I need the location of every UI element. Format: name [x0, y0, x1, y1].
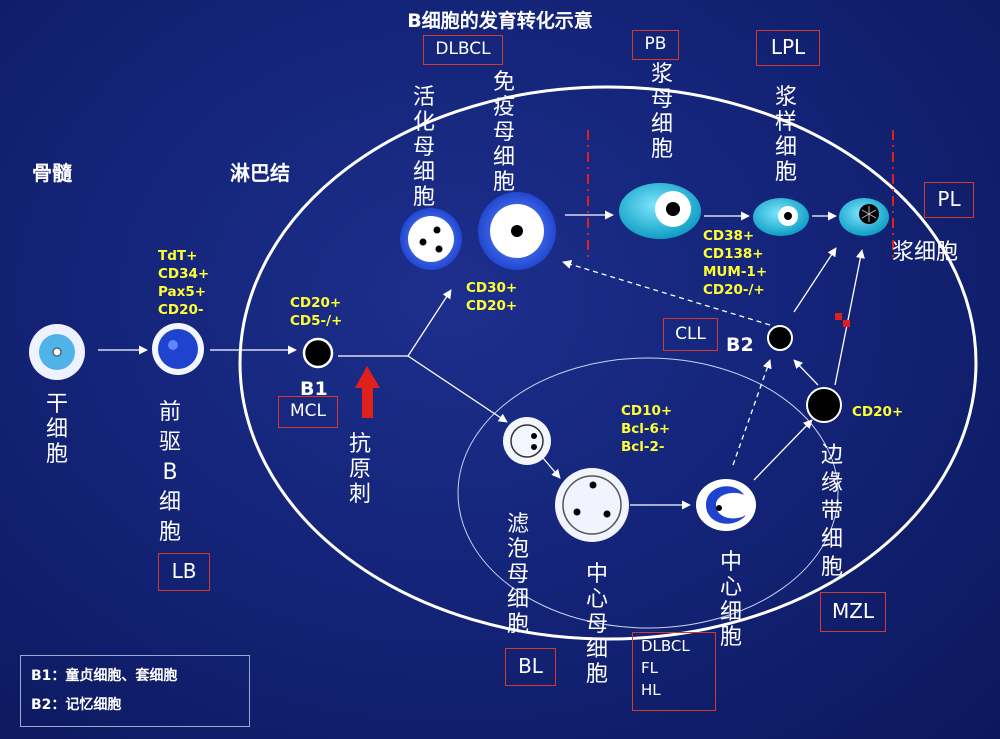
box-pb: PB	[632, 30, 679, 60]
box-dlbcl-top: DLBCL	[423, 35, 503, 65]
legend-b2-key: B2	[31, 697, 52, 713]
b1-cell	[302, 337, 334, 369]
red-marker-1	[835, 313, 842, 320]
box-lb: LB	[158, 553, 210, 591]
activated-blast-cell	[400, 208, 462, 270]
label-stem-cell: 干细胞	[45, 392, 68, 467]
label-lymph-node: 淋巴结	[230, 161, 290, 185]
label-marginal-zone: 边缘带细胞	[820, 443, 843, 580]
flow-arrows	[98, 210, 865, 510]
box-centrocyte-diseases: DLBCL FL HL	[632, 632, 716, 711]
label-bone-marrow: 骨髓	[32, 161, 72, 185]
follicular-blast-cell	[503, 417, 551, 465]
page-title: B细胞的发育转化示意	[407, 10, 593, 32]
b2-cell	[767, 325, 793, 351]
label-centroblast: 中心母细胞	[585, 562, 608, 687]
legend-box: B1：童贞细胞、套细胞 B2：记忆细胞	[20, 655, 250, 727]
label-immunoblast: 免疫母细胞	[492, 70, 515, 195]
box-lpl: LPL	[756, 30, 820, 66]
plasmacytoid-cell	[753, 198, 809, 236]
legend-row-b1: B1：童贞细胞、套细胞	[31, 668, 178, 684]
precursor-b-cell	[152, 323, 204, 375]
box-mcl: MCL	[278, 396, 338, 428]
label-follicular-blast: 滤泡母细胞	[506, 512, 529, 637]
label-plasma-cell: 浆细胞	[892, 240, 959, 265]
red-marker-2	[843, 320, 850, 327]
markers-b1: CD20+ CD5-/+	[290, 295, 343, 329]
centrocyte-cell	[696, 479, 756, 531]
label-antigen: 抗原刺	[348, 432, 371, 507]
stem-cell	[29, 324, 85, 380]
markers-plasma: CD38+ CD138+ MUM-1+ CD20-/+	[703, 228, 768, 298]
box-cll: CLL	[663, 318, 718, 351]
label-b2: B2	[726, 334, 754, 356]
label-activated-blast: 活化母细胞	[412, 85, 435, 210]
label-b1: B1	[300, 378, 328, 400]
markers-marginal: CD20+	[852, 404, 904, 420]
legend-b2-text: 记忆细胞	[65, 697, 122, 713]
box-mzl: MZL	[820, 592, 886, 632]
legend-row-b2: B2：记忆细胞	[31, 697, 122, 713]
markers-precursor: TdT+ CD34+ Pax5+ CD20-	[158, 248, 210, 318]
immunoblast-cell	[478, 192, 556, 270]
plasma-cell	[839, 198, 889, 236]
box-bl: BL	[505, 648, 556, 686]
markers-immunoblast: CD30+ CD20+	[466, 280, 518, 314]
plasmablast-cell	[619, 183, 701, 239]
lymph-node-boundary	[238, 85, 978, 641]
legend-b1-text: 童贞细胞、套细胞	[65, 668, 178, 684]
marginal-zone-cell	[806, 387, 842, 423]
legend-b1-key: B1	[31, 668, 52, 684]
centroblast-cell	[555, 468, 629, 542]
markers-germinal: CD10+ Bcl-6+ Bcl-2-	[621, 403, 673, 455]
label-plasmablast: 浆母细胞	[650, 62, 673, 162]
label-plasmacytoid: 浆样细胞	[774, 85, 797, 185]
germinal-center-boundary	[457, 357, 839, 629]
label-centrocyte: 中心细胞	[719, 550, 742, 650]
antigen-stimulus-arrow	[355, 366, 380, 418]
box-pl: PL	[924, 182, 974, 218]
label-precursor-b: 前驱B细胞	[158, 400, 181, 545]
